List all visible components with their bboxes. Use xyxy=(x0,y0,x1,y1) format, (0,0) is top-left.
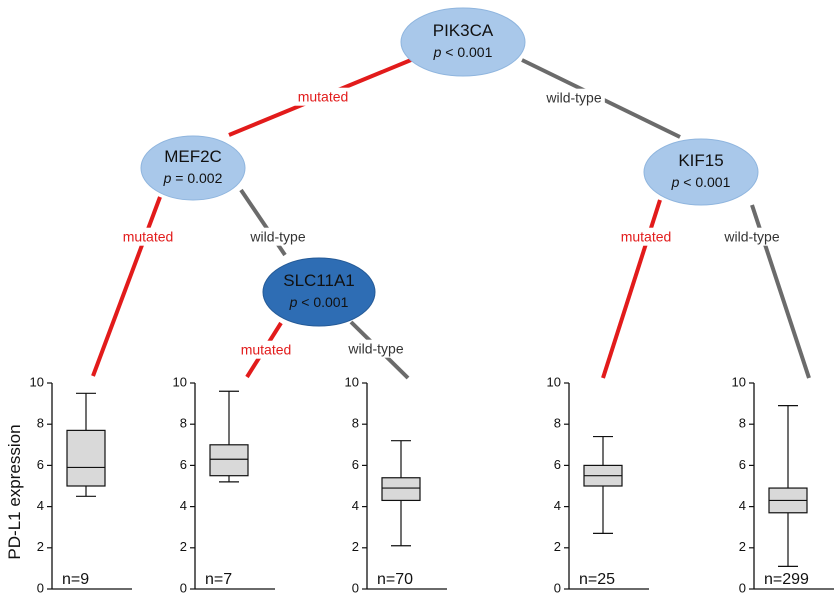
sample-size-label: n=299 xyxy=(764,571,809,588)
y-tick-label: 2 xyxy=(739,539,746,554)
edge-mutated xyxy=(91,196,162,377)
node-mef2c: MEF2C p = 0.002 xyxy=(140,135,246,201)
y-tick-label: 10 xyxy=(173,374,187,389)
y-tick-label: 10 xyxy=(547,374,561,389)
iqr-box xyxy=(66,429,106,487)
sample-size-label: n=25 xyxy=(579,571,615,588)
node-ellipse xyxy=(262,257,376,327)
edge-label-background xyxy=(119,227,177,246)
y-tick-label: 0 xyxy=(554,580,561,595)
p-symbol: p xyxy=(671,174,680,190)
y-axis-title: PD-L1 expression xyxy=(5,424,24,559)
y-tick-label: 4 xyxy=(180,498,187,513)
node-name: PIK3CA xyxy=(433,21,494,40)
y-tick-label: 6 xyxy=(37,457,44,472)
y-tick-label: 2 xyxy=(37,539,44,554)
p-symbol: p xyxy=(289,294,298,310)
edge-label-mutated: mutated xyxy=(123,229,174,245)
edge-label-background xyxy=(720,227,783,246)
node-name: SLC11A1 xyxy=(283,271,355,290)
y-tick-label: 6 xyxy=(554,457,561,472)
iqr-box xyxy=(381,477,421,502)
edge-labels-layer: mutated wild-type mutated wild-type mutated w… xyxy=(119,87,783,359)
y-tick-label: 2 xyxy=(554,539,561,554)
edge-label-wildtype: wild-type xyxy=(347,341,403,357)
y-tick-label: 6 xyxy=(180,457,187,472)
node-name: MEF2C xyxy=(164,147,222,166)
y-tick-label: 8 xyxy=(37,416,44,431)
y-tick-label: 0 xyxy=(180,580,187,595)
p-value-text: = 0.002 xyxy=(171,170,222,186)
node-ellipse xyxy=(400,7,526,77)
y-tick-label: 6 xyxy=(739,457,746,472)
edge-label-wildtype: wild-type xyxy=(249,229,305,245)
edge-label-wildtype: wild-type xyxy=(723,229,779,245)
sample-size-label: n=7 xyxy=(205,571,232,588)
y-tick-label: 2 xyxy=(352,539,359,554)
edge-label-mutated: mutated xyxy=(621,229,672,245)
node-p-value: p < 0.001 xyxy=(671,174,731,190)
y-tick-label: 10 xyxy=(345,374,359,389)
edge-label-background xyxy=(542,88,605,107)
sample-size-label: n=70 xyxy=(377,571,413,588)
boxplot-panel: 0 2 4 6 8 10 n=7 xyxy=(173,374,275,595)
y-tick-label: 6 xyxy=(352,457,359,472)
y-tick-label: 10 xyxy=(30,374,44,389)
edge-label-background xyxy=(237,340,295,359)
boxplot-panel: 0 2 4 6 8 10 n=70 xyxy=(345,374,447,595)
boxplot-panel: 0 2 4 6 8 10 n=25 xyxy=(547,374,649,595)
edge-mutated xyxy=(601,199,662,379)
edge-label-background xyxy=(344,339,407,358)
y-tick-label: 0 xyxy=(739,580,746,595)
p-value-text: < 0.001 xyxy=(441,44,492,60)
node-kif15: KIF15 p < 0.001 xyxy=(643,138,759,206)
node-p-value: p = 0.002 xyxy=(163,170,223,186)
boxplot-panel: 0 2 4 6 8 10 n=9 xyxy=(30,374,132,595)
y-tick-label: 4 xyxy=(554,498,561,513)
edge-label-wildtype: wild-type xyxy=(545,90,601,106)
iqr-box xyxy=(209,444,249,477)
edge-label-mutated: mutated xyxy=(241,342,292,358)
boxplot-panel: 0 2 4 6 8 10 n=299 xyxy=(732,374,834,595)
edge-label-background xyxy=(294,87,352,106)
edges-layer xyxy=(91,58,811,380)
node-p-value: p < 0.001 xyxy=(289,294,349,310)
y-tick-label: 8 xyxy=(739,416,746,431)
p-symbol: p xyxy=(163,170,172,186)
y-tick-label: 8 xyxy=(554,416,561,431)
y-tick-label: 4 xyxy=(739,498,746,513)
edge-label-mutated: mutated xyxy=(298,89,349,105)
p-symbol: p xyxy=(433,44,442,60)
y-tick-label: 0 xyxy=(352,580,359,595)
y-tick-label: 8 xyxy=(352,416,359,431)
edge-label-background xyxy=(246,227,309,246)
node-name: KIF15 xyxy=(678,151,723,170)
edge-label-background xyxy=(617,227,675,246)
y-tick-label: 0 xyxy=(37,580,44,595)
y-tick-label: 8 xyxy=(180,416,187,431)
sample-size-label: n=9 xyxy=(62,571,89,588)
node-slc11a1: SLC11A1 p < 0.001 xyxy=(262,257,376,327)
node-pik3ca: PIK3CA p < 0.001 xyxy=(400,7,526,77)
node-p-value: p < 0.001 xyxy=(433,44,493,60)
y-tick-label: 2 xyxy=(180,539,187,554)
y-tick-label: 10 xyxy=(732,374,746,389)
node-ellipse xyxy=(643,138,759,206)
y-tick-label: 4 xyxy=(352,498,359,513)
p-value-text: < 0.001 xyxy=(297,294,348,310)
y-tick-label: 4 xyxy=(37,498,44,513)
p-value-text: < 0.001 xyxy=(679,174,730,190)
node-ellipse xyxy=(140,135,246,201)
